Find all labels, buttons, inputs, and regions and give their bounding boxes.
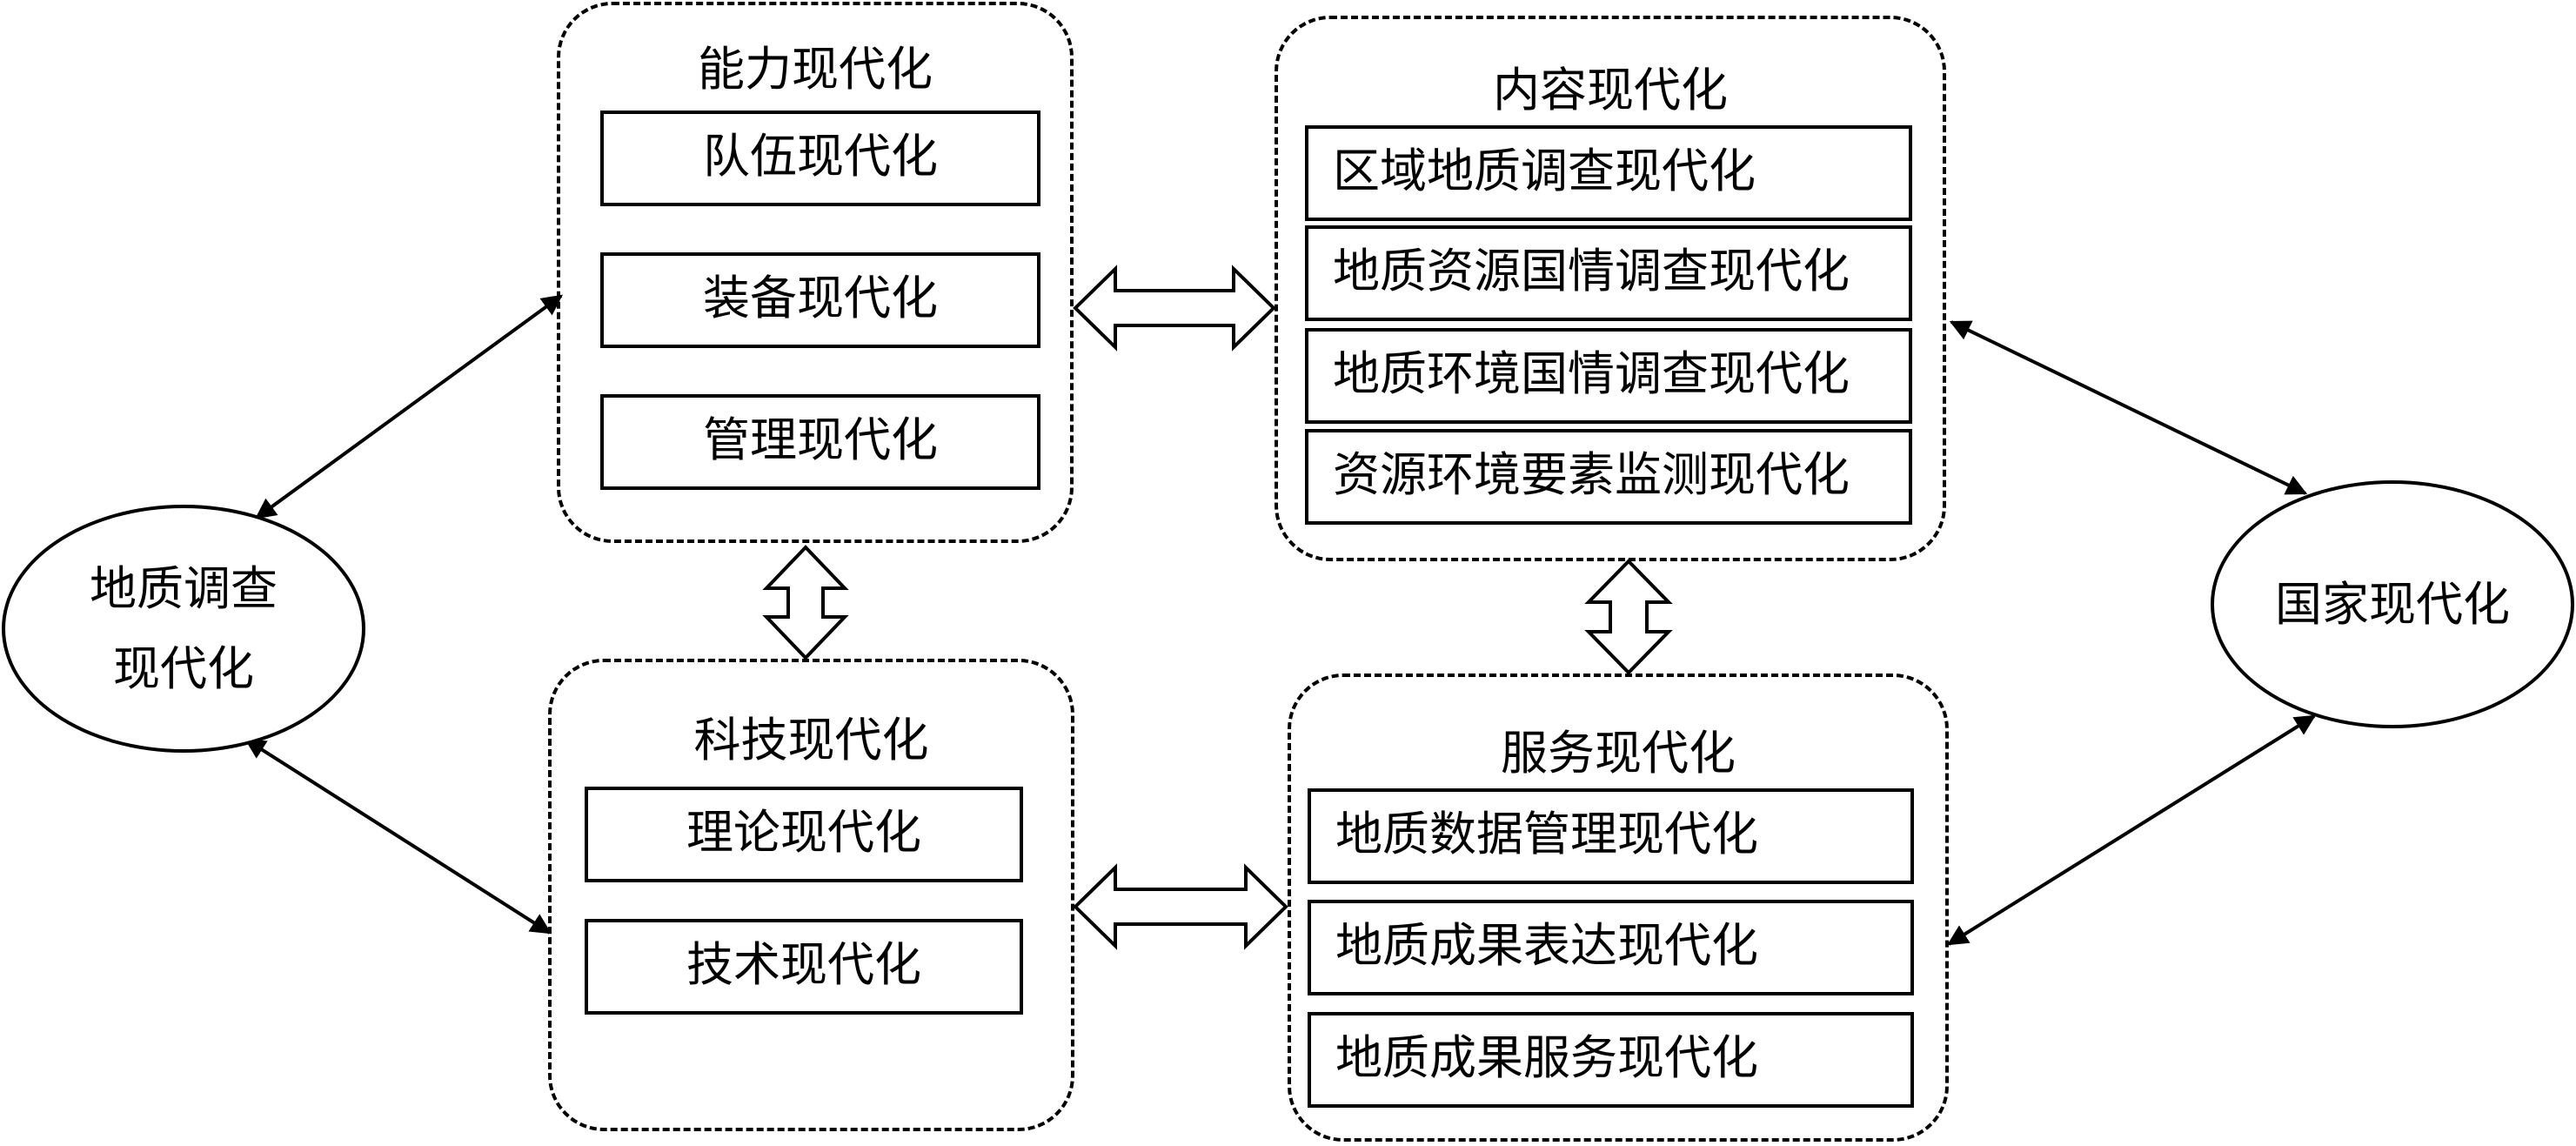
science-group: 科技现代化 bbox=[548, 659, 1074, 1131]
geo-survey-label-line1: 地质调查 bbox=[90, 560, 278, 616]
arrow-geo-to-science bbox=[244, 738, 552, 935]
geo-survey-label-line2: 现代化 bbox=[113, 640, 254, 696]
block-arrow-capability-science bbox=[762, 545, 849, 660]
capability-item-team: 队伍现代化 bbox=[600, 111, 1040, 206]
content-item-monitoring: 资源环境要素监测现代化 bbox=[1305, 429, 1912, 525]
service-item-results-service: 地质成果服务现代化 bbox=[1308, 1012, 1914, 1108]
block-arrow-content-service bbox=[1584, 559, 1673, 675]
block-arrow-capability-content bbox=[1073, 265, 1276, 352]
capability-title: 能力现代化 bbox=[698, 42, 933, 97]
service-title: 服务现代化 bbox=[1501, 726, 1736, 781]
geo-survey-label: 地质调查 现代化 bbox=[90, 549, 278, 709]
content-title: 内容现代化 bbox=[1493, 63, 1728, 117]
arrow-geo-to-capability bbox=[255, 294, 563, 519]
service-item-data-management: 地质数据管理现代化 bbox=[1308, 788, 1914, 884]
arrow-service-to-national bbox=[1946, 714, 2317, 946]
capability-group: 能力现代化 bbox=[557, 2, 1074, 543]
capability-item-management: 管理现代化 bbox=[600, 394, 1040, 490]
geo-survey-modernization-node: 地质调查 现代化 bbox=[2, 505, 365, 753]
content-item-environment-survey: 地质环境国情调查现代化 bbox=[1305, 328, 1912, 424]
science-item-technology: 技术现代化 bbox=[585, 919, 1023, 1015]
content-group: 内容现代化 bbox=[1275, 16, 1946, 561]
science-title: 科技现代化 bbox=[693, 713, 929, 767]
content-item-resource-survey: 地质资源国情调查现代化 bbox=[1305, 225, 1912, 321]
national-label: 国家现代化 bbox=[2275, 576, 2510, 632]
science-item-theory: 理论现代化 bbox=[585, 787, 1023, 882]
service-group: 服务现代化 bbox=[1288, 674, 1949, 1142]
content-item-regional-survey: 区域地质调查现代化 bbox=[1305, 125, 1912, 221]
block-arrow-science-service bbox=[1073, 863, 1288, 950]
capability-item-equipment: 装备现代化 bbox=[600, 252, 1040, 348]
national-modernization-node: 国家现代化 bbox=[2211, 480, 2574, 728]
arrow-content-to-national bbox=[1949, 320, 2308, 495]
service-item-results-expression: 地质成果表达现代化 bbox=[1308, 900, 1914, 995]
